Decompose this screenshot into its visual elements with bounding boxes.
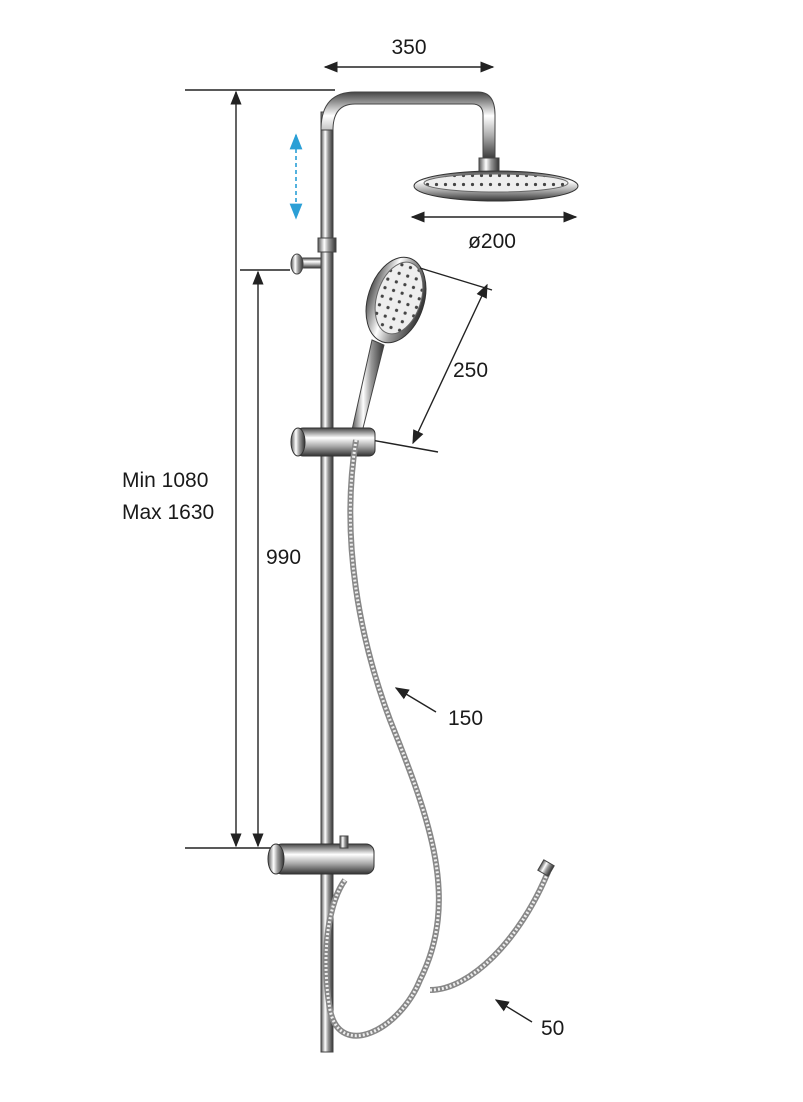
shower-hose (323, 439, 551, 1039)
thermostatic-mixer (267, 835, 375, 875)
slider-height-label: 990 (266, 546, 301, 569)
head-diameter-label: ø200 (468, 230, 516, 253)
hose-callout: 150 (394, 687, 483, 730)
head-diameter-dimension: ø200 (410, 211, 578, 253)
overhead-shower-head (413, 157, 579, 202)
slider-height-dimension: 990 (240, 269, 301, 848)
hand-shower (351, 256, 427, 433)
slider-holder (290, 427, 376, 457)
height-min-label: Min 1080 (122, 469, 208, 492)
arm-length-label: 350 (391, 36, 426, 59)
hand-shower-length-label: 250 (453, 359, 488, 382)
height-max-label: Max 1630 (122, 501, 214, 524)
total-height-dimension: Min 1080 Max 1630 (122, 89, 335, 849)
wall-bracket (290, 253, 322, 275)
outlet-label: 50 (541, 1017, 564, 1040)
outlet-callout: 50 (494, 999, 564, 1040)
hose-length-label: 150 (448, 707, 483, 730)
arm-length-dimension: 350 (323, 36, 495, 73)
